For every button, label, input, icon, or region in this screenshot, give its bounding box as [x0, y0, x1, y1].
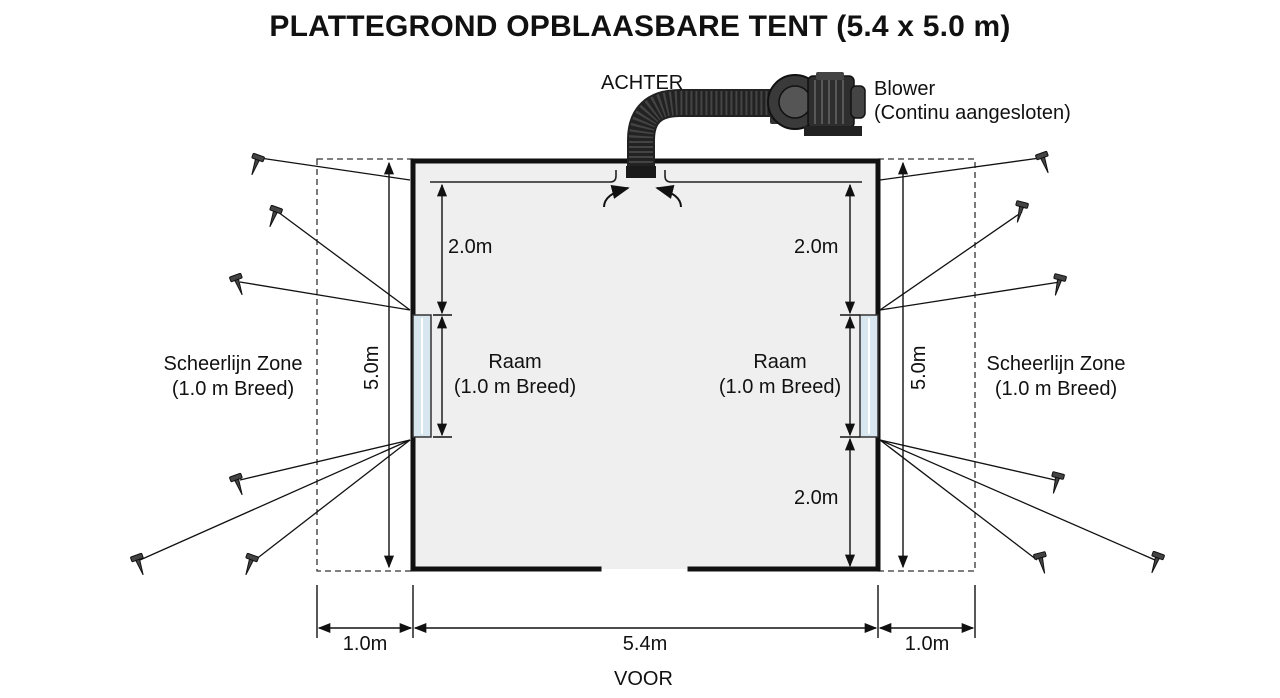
- guy-zone-left-sublabel: (1.0 m Breed): [171, 378, 295, 400]
- inner-back-line: [430, 170, 862, 183]
- front-label: VOOR: [614, 668, 673, 690]
- dim-depth-left: 5.0m: [361, 345, 383, 390]
- dim-zone-left: 1.0m: [342, 633, 388, 655]
- back-label: ACHTER: [601, 72, 684, 94]
- dim-left-top-gap: 2.0m: [448, 236, 493, 258]
- guy-zone-left-label: Scheerlijn Zone: [163, 353, 303, 375]
- guy-zone-right-label: Scheerlijn Zone: [986, 353, 1126, 375]
- blower-label: Blower: [874, 78, 936, 100]
- window-right-sublabel: (1.0 m Breed): [718, 376, 842, 398]
- dim-right-top-gap: 2.0m: [794, 236, 839, 258]
- stake-icons: [130, 150, 1165, 576]
- diagram-title: PLATTEGROND OPBLAASBARE TENT (5.4 x 5.0 …: [269, 10, 1011, 43]
- airflow-arrows: [603, 184, 682, 208]
- tent-floor: [413, 161, 878, 569]
- dim-zone-right: 1.0m: [904, 633, 950, 655]
- window-left-label: Raam: [488, 351, 542, 373]
- dimension-lines: [316, 161, 976, 638]
- dim-right-bottom-gap: 2.0m: [794, 487, 839, 509]
- dim-depth-right: 5.0m: [908, 345, 930, 390]
- guy-zone-right-sublabel: (1.0 m Breed): [994, 378, 1118, 400]
- window-right-label: Raam: [753, 351, 807, 373]
- window-left-sublabel: (1.0 m Breed): [453, 376, 577, 398]
- blower-sublabel: (Continu aangesloten): [874, 102, 1071, 124]
- blower-icon: [767, 72, 866, 136]
- blower-hose: [626, 89, 775, 178]
- dim-width: 5.4m: [622, 633, 668, 655]
